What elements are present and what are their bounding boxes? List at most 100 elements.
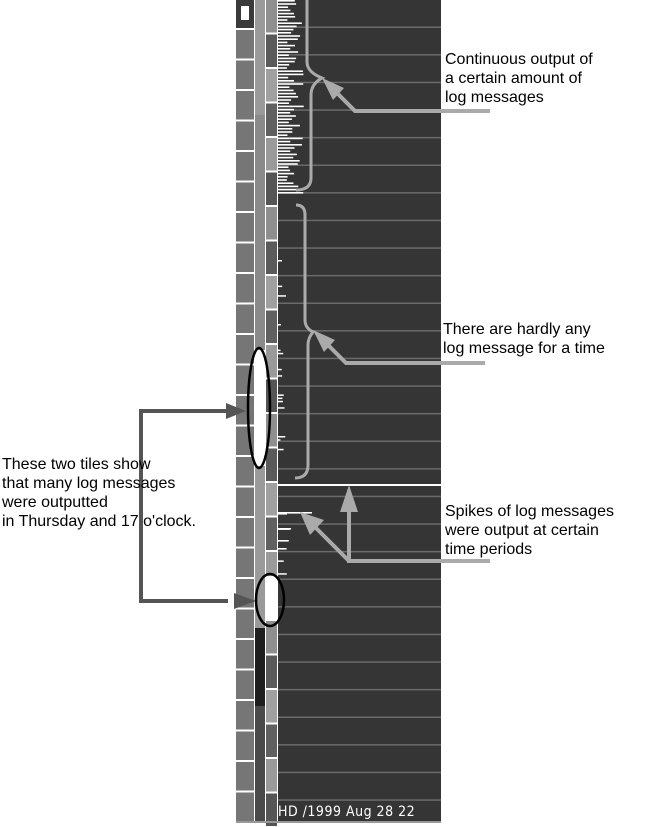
minute-tile <box>266 379 277 412</box>
log-bar <box>278 41 288 44</box>
log-bar <box>278 172 295 175</box>
log-bar <box>278 73 304 76</box>
arrowhead-icon <box>313 330 335 352</box>
minute-tile <box>266 414 277 447</box>
gridline <box>278 302 441 304</box>
gridline <box>278 606 441 608</box>
log-bar <box>278 439 281 441</box>
log-bar <box>278 115 296 117</box>
gridline <box>278 468 441 470</box>
day-tile <box>236 487 254 516</box>
gridline <box>278 357 441 360</box>
log-bar <box>278 260 282 262</box>
gridline <box>278 192 441 194</box>
gridline <box>278 136 441 139</box>
minute-tile <box>266 69 277 102</box>
log-bar <box>278 54 289 56</box>
log-bar <box>278 150 291 152</box>
log-bar <box>278 153 297 156</box>
day-tile <box>236 335 254 364</box>
log-bar <box>278 368 282 371</box>
log-bar <box>278 528 290 530</box>
log-bar <box>278 124 300 127</box>
log-bar <box>278 16 296 18</box>
gridline <box>278 661 441 663</box>
hour-tile <box>255 115 265 350</box>
log-bar <box>278 185 299 188</box>
log-bar <box>278 28 294 31</box>
day-tile <box>236 518 254 547</box>
gridline <box>278 799 441 801</box>
minute-tile <box>266 759 277 792</box>
log-bar <box>278 188 298 191</box>
minute-tile <box>266 34 277 67</box>
log-bar <box>278 137 303 140</box>
gridline <box>278 578 441 580</box>
gridline <box>278 412 441 415</box>
minute-tile <box>266 345 277 378</box>
log-bar-spike <box>278 512 312 514</box>
log-bar <box>278 573 287 575</box>
log-bar <box>278 32 292 34</box>
log-bar <box>278 121 289 124</box>
gridline <box>278 81 441 84</box>
highlight-ellipse-thursday <box>246 346 272 470</box>
log-bar <box>278 35 301 37</box>
day-tile <box>236 396 254 425</box>
day-tile <box>236 701 254 730</box>
log-bar <box>278 285 283 288</box>
log-bar <box>278 80 294 82</box>
log-bar <box>278 131 293 133</box>
log-bar <box>278 160 300 162</box>
minute-tile <box>266 310 277 343</box>
log-bar <box>278 169 291 172</box>
gridline <box>278 440 441 442</box>
arrow-hardly-any <box>321 338 485 365</box>
log-bar <box>278 182 294 184</box>
minute-tile <box>266 552 277 585</box>
log-bar <box>278 102 290 104</box>
hour-tile <box>255 628 265 706</box>
minute-tile <box>266 448 277 481</box>
log-bar <box>278 92 296 95</box>
minute-tile <box>266 483 277 516</box>
gridline <box>278 495 441 498</box>
log-bar <box>278 89 294 92</box>
log-bar <box>278 147 295 149</box>
brace-continuous <box>295 0 326 192</box>
log-bar <box>278 118 292 120</box>
minute-tile-column <box>265 0 278 826</box>
gridline <box>278 523 441 525</box>
log-bar <box>278 51 299 53</box>
log-count-bars <box>278 0 312 575</box>
minute-tile <box>266 655 277 688</box>
time-label: HD /1999 Aug 28 22 <box>278 804 416 820</box>
log-bar <box>278 105 304 108</box>
log-bar <box>278 57 297 60</box>
day-tile <box>236 304 254 333</box>
gridline <box>278 26 441 28</box>
day-tile <box>236 274 254 303</box>
arrow-tiles <box>139 409 228 603</box>
log-bar <box>278 144 302 146</box>
day-tile <box>236 152 254 181</box>
log-bar <box>278 166 289 168</box>
log-bar <box>278 397 283 400</box>
log-bar <box>278 67 287 69</box>
log-bar <box>278 112 291 114</box>
arrow-spikes <box>310 500 490 563</box>
log-bar <box>278 375 283 377</box>
day-tile <box>236 213 254 242</box>
arrow-continuous <box>330 86 490 113</box>
log-bar <box>278 64 290 66</box>
minute-tile <box>266 621 277 654</box>
log-bar <box>278 19 288 21</box>
day-tile <box>236 60 254 89</box>
histogram-plot-area <box>278 0 441 822</box>
gridline <box>278 247 441 249</box>
day-tile <box>236 91 254 120</box>
log-bar <box>278 86 290 88</box>
log-bar <box>278 436 286 438</box>
log-bar <box>278 25 297 28</box>
